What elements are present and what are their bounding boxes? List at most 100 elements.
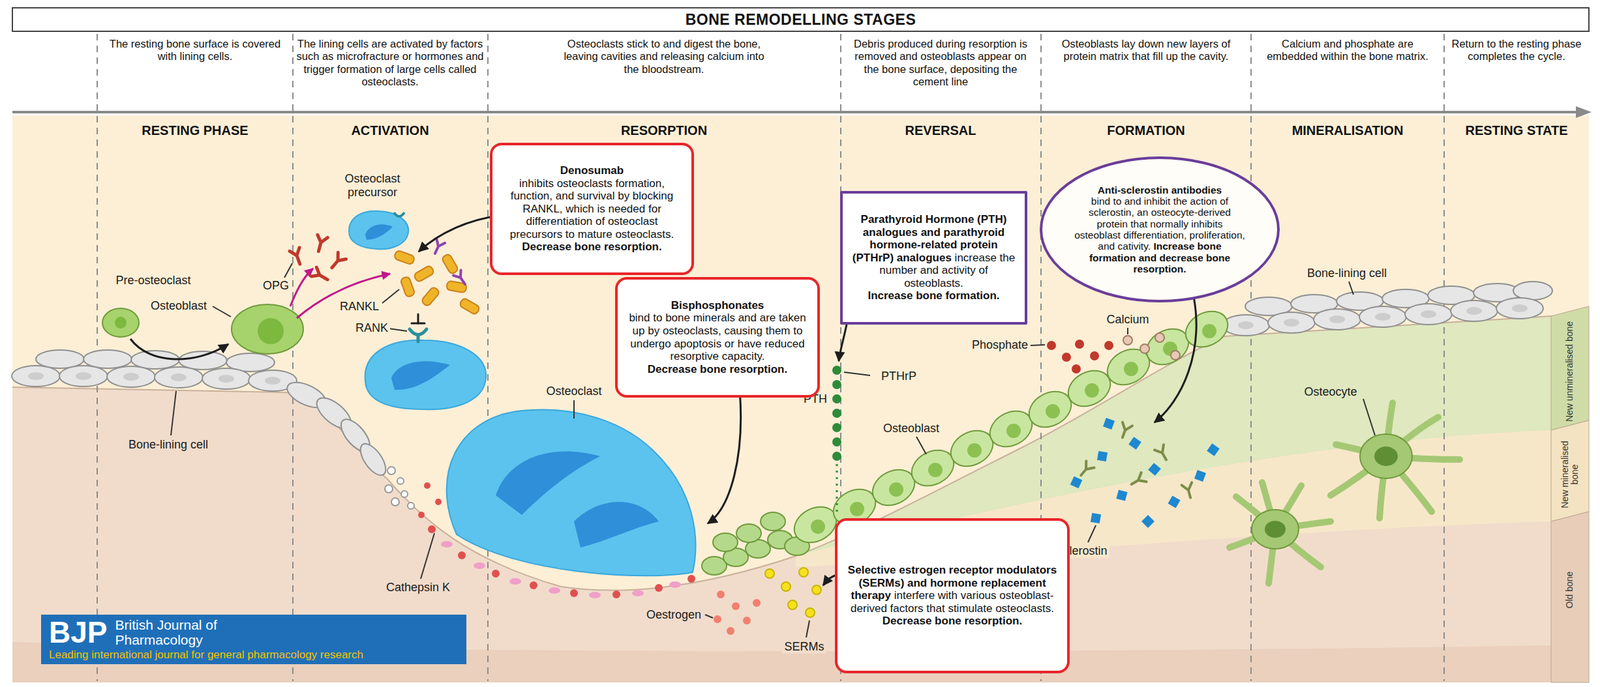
stage-name: ACTIVATION (350, 123, 429, 139)
leader-line (284, 263, 293, 278)
lining-cells (1359, 306, 1407, 328)
denosumab-antibody (431, 239, 446, 256)
osteoblast-activation (102, 308, 139, 338)
stage-name: MINERALISATION (1292, 123, 1404, 139)
pth-dot (832, 365, 842, 376)
resorption-pit (654, 584, 663, 593)
stage-divider (1250, 33, 1252, 682)
calcium-dot (1140, 344, 1150, 354)
debris (397, 478, 404, 485)
serm-dot (812, 585, 822, 595)
part-label: Osteoclast (543, 384, 604, 399)
phosphate-dot (1104, 341, 1114, 351)
cell-nucleus (1283, 318, 1300, 327)
debris (387, 467, 396, 475)
serm-dot (805, 608, 815, 618)
osteoclast (391, 361, 451, 391)
part-label: Oestrogen (644, 608, 704, 623)
effect-text: Decrease bone resorption. (882, 615, 1023, 628)
leader-line (170, 391, 177, 436)
stage-divider (97, 33, 1445, 682)
phosphate-dot (1074, 339, 1085, 349)
opg-molecule (328, 252, 347, 272)
text-line: Bisphosphonates (624, 299, 811, 313)
part-label: Cathepsin K (384, 581, 453, 595)
osteoblast-formation (787, 304, 1235, 550)
part-label: Bone-lining cell (126, 438, 211, 453)
lining-cells (11, 365, 61, 387)
text-line: Parathyroid Hormone (PTH) analogues and … (849, 213, 1019, 290)
osteoblast-activation (257, 318, 284, 345)
pth-dot (832, 380, 842, 390)
opg-molecule (313, 234, 329, 253)
leader-line (212, 306, 231, 317)
leader-line (1127, 328, 1129, 335)
drug-box: Selective estrogen receptor modulators (… (834, 518, 1070, 674)
rankl-molecule (393, 249, 416, 265)
rankl-molecule (399, 276, 415, 299)
resorption-pit (473, 562, 486, 570)
osteoclast (348, 211, 409, 250)
cell-nucleus (1466, 307, 1482, 316)
lining-cells (202, 368, 251, 390)
sclerostin-antibody (1076, 461, 1094, 479)
osteoblast-reversal (736, 524, 762, 543)
osteocyte (1264, 521, 1286, 539)
effect-text: Decrease bone resorption. (647, 363, 788, 376)
denosumab-antibody (453, 270, 469, 287)
osteoblast-reversal (760, 512, 786, 531)
layer-label: New mineralised bone (1560, 431, 1581, 520)
oestrogen-dot (731, 602, 740, 611)
pth-dot (832, 365, 842, 513)
bone-layer (1551, 306, 1589, 431)
phosphate-dot (1061, 352, 1072, 363)
stage-divider (1443, 33, 1445, 682)
cell-nucleus (218, 375, 235, 383)
sclerostin (1070, 476, 1083, 490)
pth-dot (832, 437, 842, 447)
osteoblast-formation (928, 463, 943, 478)
osteoblast-formation (810, 519, 826, 535)
stage-name: RESORPTION (620, 123, 708, 139)
lining-cells (106, 366, 156, 388)
stage-description: Osteoclasts stick to and digest the bone… (556, 37, 772, 76)
lining-cells (1450, 300, 1498, 322)
stage-description: Return to the resting phase completes th… (1451, 37, 1582, 64)
cell-nucleus (1374, 313, 1391, 321)
text-line: Denosumab (498, 164, 685, 178)
osteocyte (1374, 446, 1398, 467)
part-label: RANKL (337, 300, 381, 314)
resorption-pit (669, 581, 681, 589)
lining-cells (1267, 312, 1315, 334)
debris (391, 498, 400, 507)
serm-dot (781, 582, 791, 592)
sclerostin (1090, 513, 1102, 524)
rank-receptor (417, 314, 420, 324)
osteoclast (365, 224, 393, 241)
ellipse-outline (1041, 157, 1279, 302)
stage-name: REVERSAL (905, 123, 977, 139)
leader-line (844, 372, 871, 376)
resorption-pit (423, 482, 431, 490)
stage-name: RESTING PHASE (141, 123, 248, 139)
osteoblast-activation (231, 304, 304, 355)
osteoblast-formation (1045, 404, 1060, 419)
oestrogen-dot (742, 617, 751, 625)
background (12, 7, 1589, 32)
serm-dot (765, 568, 822, 618)
sclerostin-antibody (1181, 482, 1196, 499)
phosphate-dot (1046, 341, 1057, 351)
part-label: Phosphate (969, 338, 1030, 353)
drug-name: Anti-sclerostin antibodies (1097, 184, 1222, 196)
osteocyte (1359, 434, 1413, 479)
oestrogen-dot (713, 615, 722, 624)
leader-line (806, 620, 810, 638)
opg-molecule (289, 234, 346, 285)
journal-name: British Journal of Pharmacology (114, 617, 233, 648)
osteoblast-reversal (701, 512, 810, 576)
drug-name: Bisphosphonates (671, 299, 765, 312)
osteoblast-formation (849, 502, 865, 517)
osteocyte (1229, 403, 1460, 584)
sclerostin (1194, 470, 1207, 483)
